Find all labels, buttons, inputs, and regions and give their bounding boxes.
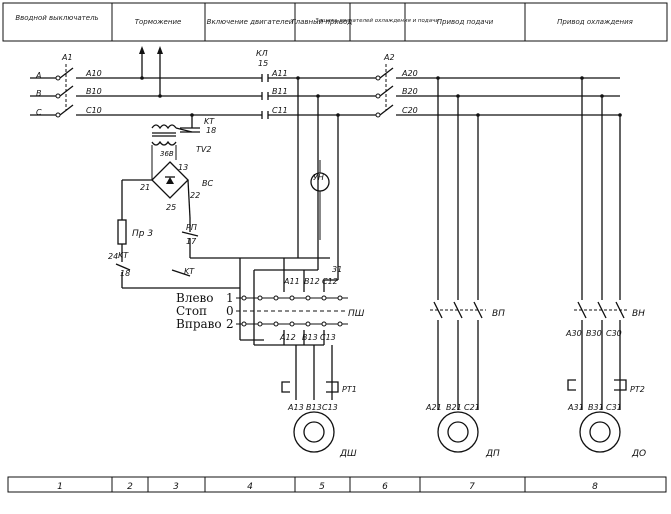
wire-a20: A20	[401, 69, 418, 78]
wire-b20: B20	[402, 87, 418, 96]
switch-right-pos: 2	[226, 317, 234, 331]
header-col-braking: Торможение	[135, 18, 182, 26]
relay-rt2-label: РТ2	[630, 385, 645, 394]
zone-1: 1	[57, 482, 63, 492]
phase-buses: A B C A1 A10 B10 C10 КЛ 15 A11 B11 C11	[30, 49, 620, 119]
kt-mid-label: KT	[118, 251, 129, 260]
cooling-drive-section: ВН A30 B30 C30 РТ2 A31 B31 C31 ДО	[565, 76, 646, 459]
wire-c10: C10	[86, 106, 102, 115]
node-22: 22	[190, 191, 200, 200]
footer-zone-strip: 1 2 3 4 5 6 7 8	[7, 476, 667, 493]
phase-a-label: A	[35, 71, 41, 80]
yh-label: УН	[313, 173, 324, 182]
motor-dsh-c13: C13	[322, 403, 338, 412]
motor-do-c31: C31	[606, 403, 622, 412]
node-13: 13	[178, 163, 188, 172]
wire-b12-sw: B12	[304, 277, 320, 286]
contactor-kl-num: 15	[258, 59, 268, 68]
kt-mid-num: 18	[120, 269, 130, 278]
zone-5: 5	[319, 482, 325, 492]
motor-dsh-b13: B13	[306, 403, 322, 412]
transformer-tv2-label: TV2	[196, 145, 211, 154]
switch-right-label: Вправо	[176, 317, 222, 331]
motor-dsh-label: ДШ	[339, 449, 357, 459]
zone-8: 8	[592, 482, 598, 492]
switch-a2-label: A2	[383, 53, 395, 62]
braking-section: KT 18 TV2 36В 13 21 22 25 BC Пр 3 24 KT …	[108, 46, 330, 289]
node-21: 21	[140, 183, 150, 192]
switch-vp-label: ВП	[492, 309, 505, 319]
zone-4: 4	[247, 482, 253, 492]
motor-do-b31: B31	[588, 403, 604, 412]
motor-dp-label: ДП	[485, 449, 500, 459]
switch-psh-label: ПШ	[348, 309, 365, 319]
voltage-36-label: 36В	[160, 150, 174, 158]
wire-a30: A30	[565, 329, 582, 338]
wire-a11: A11	[271, 69, 288, 78]
motor-dp-b21: B21	[446, 403, 462, 412]
header-col-motor-on: Включение двигателей	[207, 18, 294, 26]
main-drive-section: УН A11 B12 C12 31 Влево 1 Стоп 0 Вправо …	[176, 76, 365, 459]
switch-left-pos: 1	[226, 291, 234, 305]
kt-low-label: KT	[184, 267, 195, 276]
switch-stop-label: Стоп	[176, 304, 207, 318]
motor-do-a31: A31	[567, 403, 584, 412]
rp-num: 17	[186, 237, 197, 246]
switch-contacts	[241, 295, 343, 327]
rectifier-bc-label: BC	[202, 179, 213, 188]
wire-c30: C30	[606, 329, 622, 338]
zone-7: 7	[469, 482, 475, 492]
wire-c20: C20	[402, 106, 418, 115]
node-24: 24	[108, 252, 118, 261]
kt-top-num: 18	[206, 126, 216, 135]
kt-top-label: KT	[204, 117, 215, 126]
header-col-protection: Защита двигателей охлаждения и подачи	[315, 18, 439, 24]
motor-dp-c21: C21	[464, 403, 480, 412]
header-table: Вводной выключатель Торможение Включение…	[2, 2, 668, 42]
header-col-main-drive: Главный привод	[292, 18, 353, 26]
wire-b30: B30	[586, 329, 602, 338]
fuse-pr3-label: Пр 3	[132, 229, 153, 239]
wire-a10: A10	[85, 69, 102, 78]
switch-vn-label: ВН	[632, 309, 645, 319]
wire-a12: A12	[279, 333, 296, 342]
node-25: 25	[166, 203, 176, 212]
wire-b10: B10	[86, 87, 102, 96]
phase-b-label: B	[36, 89, 42, 98]
wire-a11-sw: A11	[283, 277, 300, 286]
rp-label: РП	[186, 223, 197, 232]
wire-b13: B13	[302, 333, 318, 342]
motor-do-label: ДО	[631, 449, 646, 459]
wire-c12-sw: C12	[322, 277, 338, 286]
zone-6: 6	[382, 482, 388, 492]
wire-c13: C13	[320, 333, 336, 342]
switch-a1-label: A1	[61, 53, 73, 62]
motor-dp-a21: A21	[425, 403, 442, 412]
motor-dsh-a13: A13	[287, 403, 304, 412]
switch-stop-pos: 0	[226, 304, 234, 318]
zone-3: 3	[173, 482, 179, 492]
phase-c-label: C	[36, 108, 42, 117]
header-col-feed-drive: Привод подачи	[437, 18, 494, 26]
node-31: 31	[332, 265, 342, 274]
feed-drive-section: ВП A21 B21 C21 ДП	[425, 76, 505, 459]
wire-c11: C11	[272, 106, 288, 115]
contactor-kl-label: КЛ	[256, 49, 268, 58]
wire-b11: B11	[272, 87, 288, 96]
relay-rt1-label: РТ1	[342, 385, 357, 394]
header-col-cooling-drive: Привод охлаждения	[557, 18, 633, 26]
header-col-input-switch: Вводной выключатель	[15, 14, 98, 22]
zone-2: 2	[127, 482, 133, 492]
switch-left-label: Влево	[176, 291, 214, 305]
